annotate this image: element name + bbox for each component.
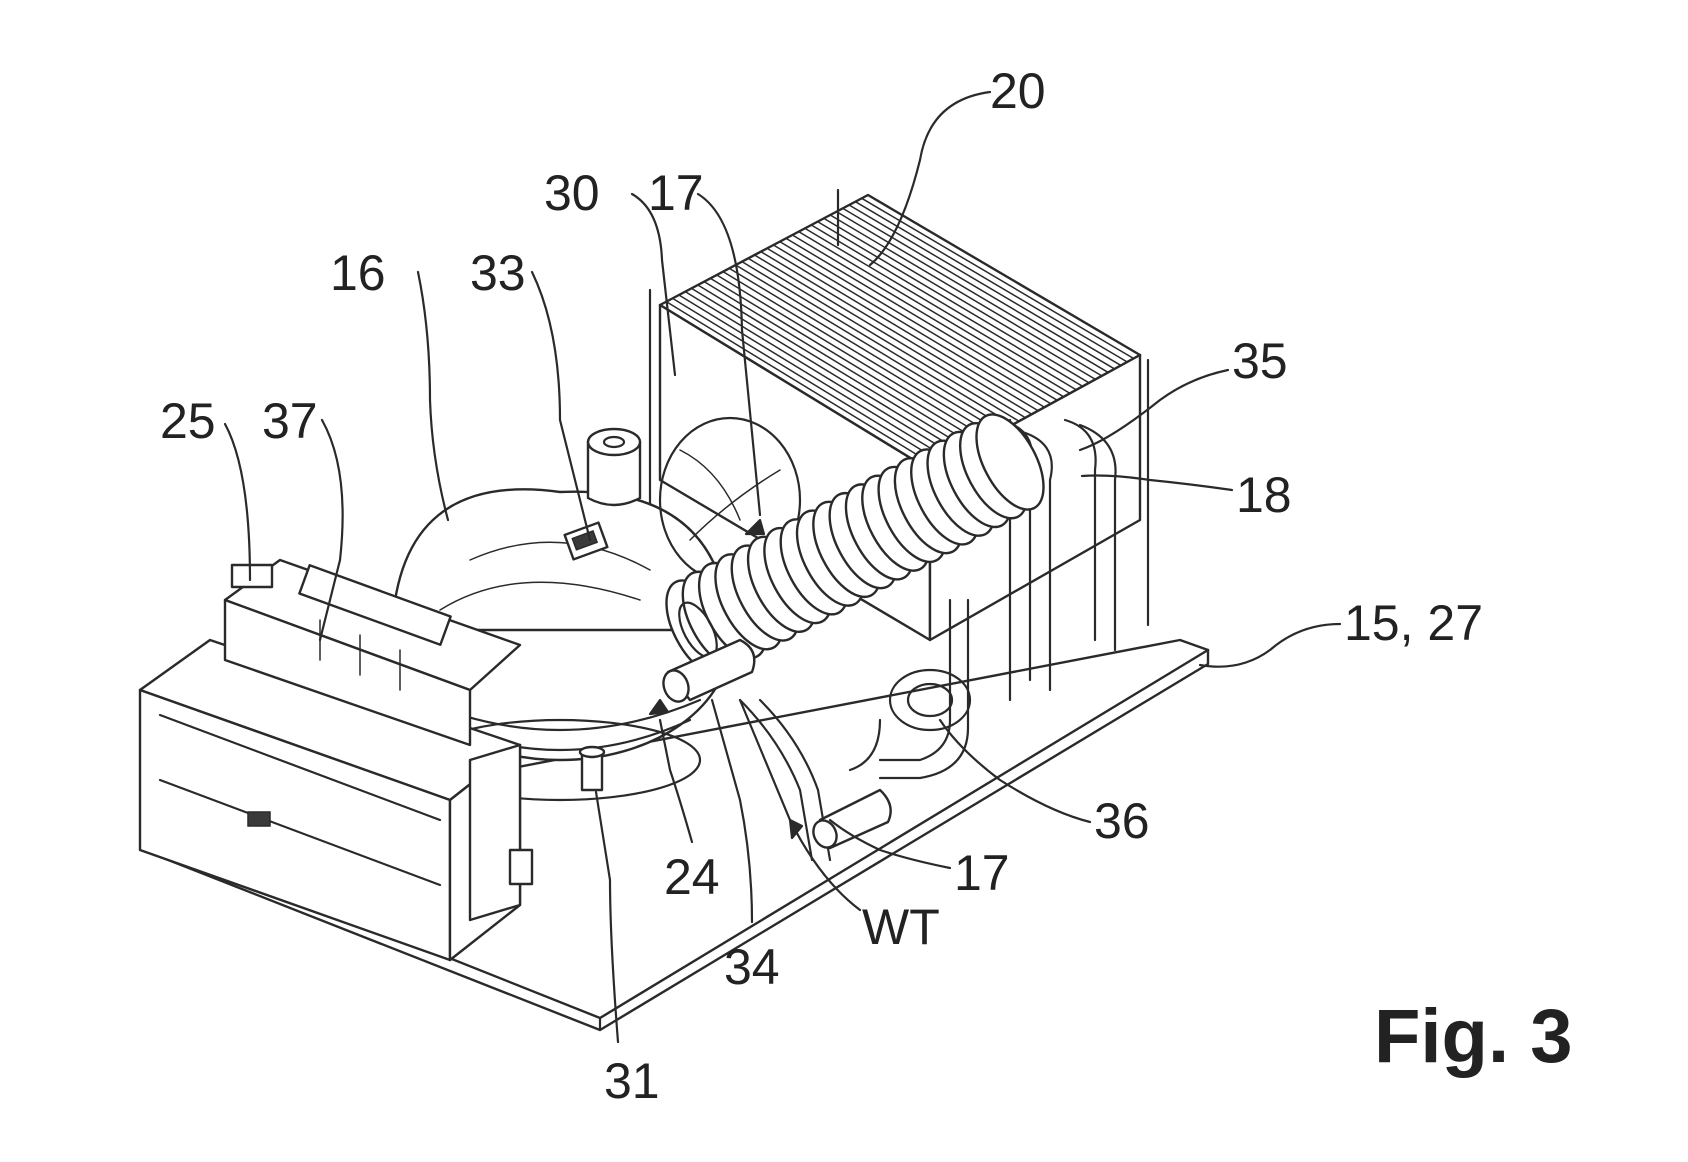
condenser-fin: [734, 264, 1008, 429]
coil-winding: [975, 413, 1045, 511]
condenser-fin: [671, 297, 944, 464]
leader-18: [1080, 474, 1234, 492]
condenser-fin: [753, 254, 1027, 419]
condenser-fin: [797, 230, 1071, 395]
condenser-fin: [703, 280, 976, 447]
label-35: 35: [1232, 333, 1288, 389]
leader-36: [938, 718, 1092, 824]
leader-17-top: [696, 192, 762, 517]
condenser-fin: [766, 247, 1039, 412]
condenser-fin: [829, 214, 1103, 377]
label-wt: WT: [862, 899, 940, 955]
condenser-fin: [835, 210, 1109, 374]
label-20: 20: [990, 63, 1046, 119]
leader-31: [594, 790, 620, 1044]
leader-34: [710, 698, 754, 924]
condenser-fin: [791, 234, 1065, 398]
condenser-fin: [854, 200, 1129, 363]
label-18: 18: [1236, 467, 1292, 523]
leader-15-27: [1198, 622, 1342, 668]
condenser-fin: [804, 227, 1078, 391]
leader-16: [416, 270, 450, 522]
label-15-27: 15, 27: [1344, 595, 1483, 651]
condenser-fin: [785, 237, 1059, 402]
label-30: 30: [544, 165, 600, 221]
label-34: 34: [724, 939, 780, 995]
label-33: 33: [470, 245, 526, 301]
leader-20: [868, 90, 992, 267]
condenser-fin: [697, 284, 969, 450]
label-37: 37: [262, 393, 318, 449]
condenser-fin: [860, 197, 1135, 360]
cylinder-fitting: [586, 427, 642, 507]
condenser-fin: [772, 244, 1046, 409]
condenser-fin: [709, 277, 982, 443]
condenser-fin: [810, 224, 1084, 388]
label-31: 31: [604, 1053, 660, 1109]
condenser-fin: [779, 240, 1052, 405]
label-17-bottom: 17: [954, 845, 1010, 901]
condenser-fin: [842, 207, 1116, 370]
condenser-fin: [665, 300, 938, 468]
leader-wt: [738, 698, 862, 912]
leader-lines: [223, 90, 1342, 1044]
condenser-fin: [741, 260, 1014, 426]
figure-label: Fig. 3: [1374, 994, 1572, 1079]
condenser-fin: [722, 270, 995, 436]
label-17-top: 17: [648, 165, 704, 221]
condenser-fin: [816, 220, 1090, 384]
label-25: 25: [160, 393, 216, 449]
heat-exchanger-coil: [665, 413, 1045, 677]
leader-24: [658, 718, 694, 844]
leader-33: [530, 270, 592, 542]
condenser-fin: [760, 250, 1033, 415]
leader-35: [1078, 368, 1230, 452]
label-24: 24: [664, 849, 720, 905]
condenser-fin: [867, 194, 1141, 356]
condenser-fin: [728, 267, 1001, 433]
label-36: 36: [1094, 793, 1150, 849]
condenser-fin: [659, 304, 931, 471]
control-box: [138, 558, 534, 962]
condenser-fin: [684, 290, 957, 457]
suction-pipe: [662, 638, 892, 862]
leader-17-bottom: [828, 818, 952, 870]
condenser-fin: [747, 257, 1020, 422]
leader-25: [223, 422, 252, 582]
condenser-fin: [690, 287, 963, 454]
leader-37: [318, 418, 344, 642]
leader-30: [630, 192, 677, 377]
compressor: [388, 488, 732, 802]
condenser-fin: [678, 294, 950, 461]
condenser-fin: [823, 217, 1097, 381]
condenser-fin: [715, 274, 989, 440]
label-16: 16: [330, 245, 386, 301]
reference-numerals: 20 30 17 16 33 35 25 37 18 15, 27 36 17 …: [160, 63, 1572, 1109]
